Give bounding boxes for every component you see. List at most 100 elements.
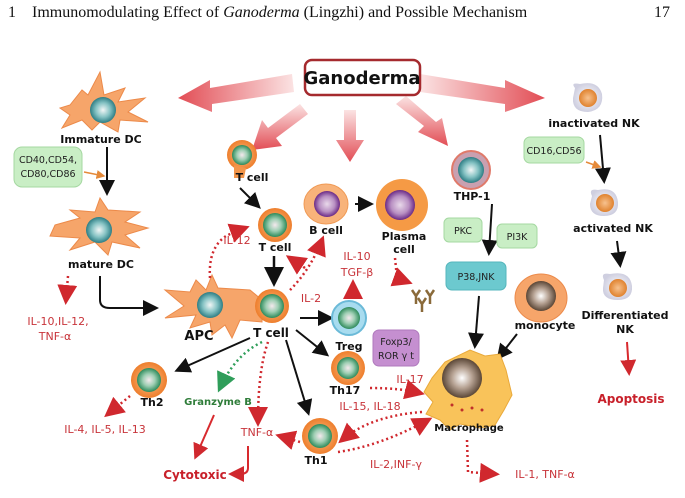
dc-marker-pointer [83,170,106,179]
dotted-arrow-th1-tnfa [275,430,301,450]
dotted-arrow-th1-macrophage [337,417,433,454]
dc-marker-box: CD40,CD54, CD80,CD86 [13,146,83,188]
pkc-box: PKC [443,217,483,243]
il17-label: IL-17 [396,373,423,386]
immature-dc-cell: Immature DC [58,70,149,146]
plasma-label-line2: cell [393,243,415,256]
plasma-cell: Plasma cell [376,179,428,256]
arrow-mature-dc-to-apc [99,276,159,316]
t-cell-naive: T cell [227,140,268,184]
macrophage-label: Macrophage [434,423,504,434]
arrow-granzyme-to-cytotoxic [193,414,215,460]
ganoderma-node: Ganoderma [304,58,422,97]
inactivated-nk-label: inactivated NK [548,117,640,130]
arrow-activated-to-differentiated-nk [610,240,627,268]
b-cell: B cell [303,183,349,237]
dotted-arrow-macrophage-cytokines [465,439,500,483]
arrow-t-to-th17 [295,329,330,357]
foxp3-line2: ROR γ t [378,351,414,362]
dotted-arrow-dc-cytokines [57,275,78,305]
t-cell-activated: T cell [258,208,292,254]
t-cell-center: T cell [253,289,289,340]
dotted-arrow-macrophage-th1 [338,410,423,444]
macrophage-cell: Macrophage [423,349,513,434]
pi3k-box: PI3K [496,223,538,249]
th1-cell: Th1 [302,418,338,467]
treg-label: Treg [335,340,362,353]
dc-cytokines-line2: TNF-α [38,330,72,343]
page-header: 1 Immunomodulating Effect of Ganoderma (… [8,4,670,24]
tgfb-label: TGF-β [340,266,374,279]
th2-label: Th2 [141,396,164,409]
thp1-label: THP-1 [454,190,491,203]
apc-cell: APC [163,273,263,344]
arrow-naive-to-activated-t [239,187,261,209]
dotted-arrow-th17-macrophage [369,379,425,400]
t-cell-center-label: T cell [253,326,289,340]
activated-nk-cell: activated NK [573,189,653,235]
il2-label: IL-2 [301,292,321,305]
dotted-arrow-t-tnfa [248,341,270,427]
il2-infg-label: IL-2,INF-γ [370,458,422,471]
foxp3-line1: Foxp3/ [380,337,412,348]
page-number: 17 [654,4,670,21]
inactivated-nk-cell: inactivated NK [548,83,640,130]
dotted-arrow-t-to-b [289,235,326,291]
p38-jnk-box: P38,JNK [445,261,507,291]
nk-marker-pointer [585,160,602,169]
arrow-monocyte-to-macrophage [496,333,518,361]
macrophage-cytokines-label: IL-1, TNF-α [515,468,575,481]
th1-label: Th1 [305,454,328,467]
apoptosis-label: Apoptosis [597,392,664,406]
dc-markers-line1: CD40,CD54, [19,155,77,166]
il10-label: IL-10 [343,250,370,263]
tnfa-label: TNF-α [240,426,274,439]
title-prefix: Immunomodulating Effect of [32,4,224,21]
pkc-label: PKC [454,226,472,237]
cytotoxic-label: Cytotoxic [163,468,227,482]
th17-label: Th17 [330,384,361,397]
arrow-t-to-th2 [174,337,251,373]
ganoderma-arrow-down-center [336,110,364,162]
foxp3-box: Foxp3/ ROR γ t [372,329,420,367]
ganoderma-arrow-down-left [252,104,308,150]
chapter-number: 1 [8,4,16,21]
pi3k-label: PI3K [507,232,529,243]
plasma-label-line1: Plasma [382,230,427,243]
il15-il18-label: IL-15, IL-18 [339,400,400,413]
apc-label: APC [184,329,213,344]
monocyte-label: monocyte [515,319,576,332]
differentiated-nk-line1: Differentiated [581,309,668,322]
nk-markers-label: CD16,CD56 [526,146,581,157]
th17-cell: Th17 [330,351,365,397]
nk-marker-box: CD16,CD56 [523,136,585,164]
ganoderma-arrow-right [420,74,545,112]
t-cell-activated-label: T cell [259,241,292,254]
ganoderma-label: Ganoderma [304,68,421,89]
title-italic: Ganoderma [223,4,300,21]
mature-dc-label: mature DC [68,258,134,271]
arrow-thp1-to-p38 [481,203,498,256]
treg-cell: Treg [331,300,367,353]
dotted-arrow-plasma-antibody [390,257,413,287]
dotted-arrow-apc-il12 [208,223,250,279]
title-suffix: (Lingzhi) and Possible Mechanism [299,4,528,21]
antibody-icon [410,289,436,312]
p38-jnk-label: P38,JNK [458,272,496,283]
mature-dc-cell: mature DC [49,196,150,271]
ganoderma-arrow-down-right [396,96,448,146]
arrow-p38-to-macrophage [468,295,484,349]
monocyte-cell: monocyte [514,273,576,332]
b-cell-label: B cell [309,224,343,237]
granzyme-label: Granzyme B [184,397,252,408]
dotted-arrow-to-t-activated [285,255,309,275]
differentiated-nk-cell: Differentiated NK [581,273,669,336]
dc-cytokines-line1: IL-10,IL-12, [27,315,88,328]
immature-dc-label: Immature DC [60,133,141,146]
dotted-arrow-th2-cytokines [104,395,131,418]
th2-cytokines-label: IL-4, IL-5, IL-13 [64,423,145,436]
arrow-tnfa-to-cytotoxic [228,446,249,482]
th2-cell: Th2 [131,362,167,409]
arrow-nk-to-apoptosis [620,341,637,376]
